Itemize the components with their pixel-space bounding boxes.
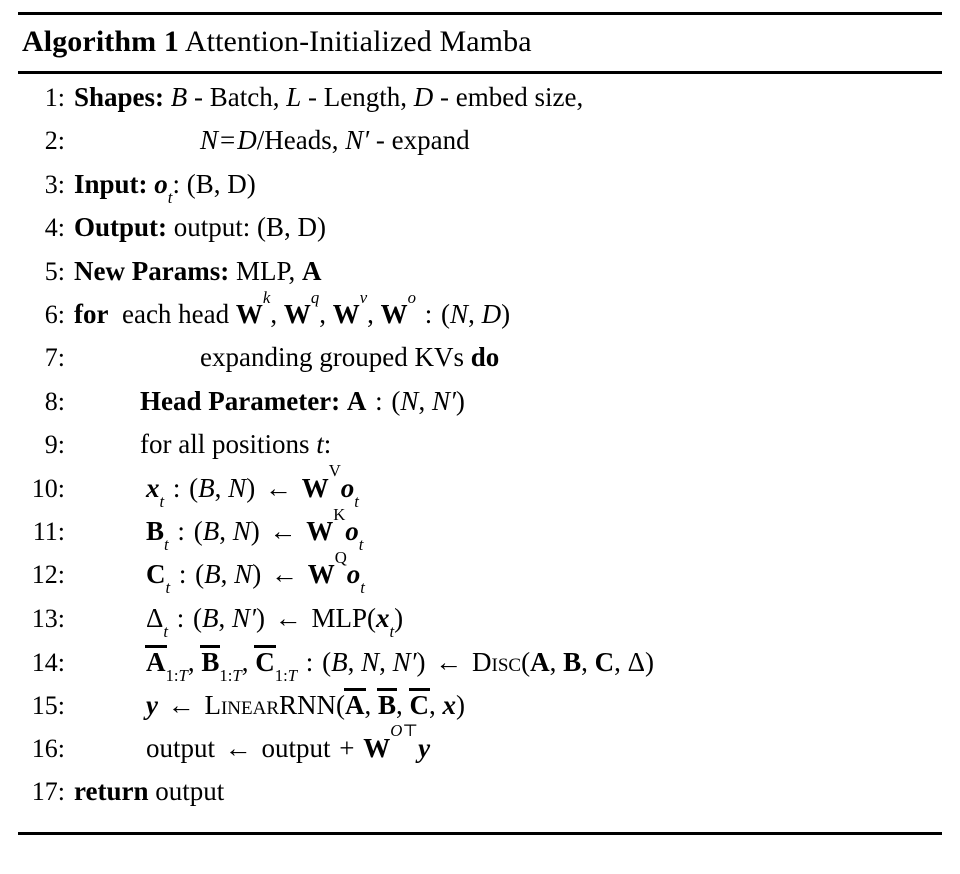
keyword-new-params: New Params: [74,255,230,286]
top-rule [18,12,942,15]
algorithm-line: 2: N=D/Heads, N′ - expand [18,125,942,168]
line-number: 1: [44,83,65,112]
algorithm-line: 10: xt : (B, N) ← WVot [18,461,942,516]
algorithm-line: 13: Δt : (B, N′) ← MLP(xt) [18,603,942,646]
algorithm-line: 15: y ← LinearRNN(A, B, C, x) [18,688,942,732]
line-number: 8: [44,386,65,416]
algorithm-line: 4: Output: output: (B, D) [18,212,942,255]
line-number: 11: [32,516,65,546]
algorithm-line: 9: for all positions t: [18,429,942,472]
line-number: 12: [31,560,65,590]
line-content: xt : (B, N) ← WVot [146,461,359,511]
line-number: 2: [44,126,65,156]
bottom-rule [18,831,942,835]
algorithm-block: Algorithm 1 Attention-Initialized Mamba … [18,0,942,835]
keyword-input: Input: [74,168,148,199]
line-number: 13: [31,603,65,633]
algorithm-line: 16: output ← output + WO⊤y [18,721,942,776]
line-content: Shapes: B - Batch, L - Length, D - embed… [74,82,584,112]
keyword-return: return [74,776,149,807]
line-content: Δt : (B, N′) ← MLP(xt) [146,602,404,641]
algorithm-line: 6: for each head Wk, Wq, Wv, Wo : (N, D) [18,287,942,342]
line-number: 4: [44,213,65,243]
line-content: Bt : (B, N) ← WKot [146,504,364,554]
line-number: 9: [44,430,65,460]
keyword-do: do [470,342,500,373]
line-content: A1:T, B1:T, C1:T : (B, N, N′) ← Disc(A, … [145,645,654,686]
line-number: 6: [44,299,65,329]
line-content: New Params: MLP, A [74,255,322,286]
line-number: 5: [44,256,65,286]
line-content: Head Parameter: A : (N, N′) [140,385,465,416]
algorithm-line: 1: Shapes: B - Batch, L - Length, D - em… [18,82,942,125]
algorithm-line: 17: return output [18,776,942,819]
line-number: 14: [31,648,65,678]
algorithm-line: 3: Input: ot: (B, D) [18,169,942,212]
keyword-for: for [74,298,109,329]
line-content: expanding grouped KVs do [200,342,500,373]
keyword-head-parameter: Head Parameter: [140,385,341,416]
line-number: 16: [31,733,65,763]
line-content: for each head Wk, Wq, Wv, Wo : (N, D) [74,287,511,329]
line-content: Output: output: (B, D) [74,212,327,243]
algorithm-title-text: Attention-Initialized Mamba [184,25,532,58]
line-content: return output [74,776,225,807]
line-content: N=D/Heads, N′ - expand [200,125,470,156]
algorithm-body: 1: Shapes: B - Batch, L - Length, D - em… [18,74,942,826]
algorithm-title: Algorithm 1 Attention-Initialized Mamba [18,15,942,68]
algorithm-line: 11: Bt : (B, N) ← WKot [18,504,942,559]
algorithm-line: 12: Ct : (B, N) ← WQot [18,547,942,602]
algorithm-line: 14: A1:T, B1:T, C1:T : (B, N, N′) ← Disc… [18,645,942,689]
line-content: for all positions t: [140,429,332,460]
header-rule [18,71,942,74]
line-number: 3: [44,169,65,199]
algorithm-line: 8: Head Parameter: A : (N, N′) [18,386,942,429]
algorithm-line: 5: New Params: MLP, A [18,256,942,299]
algorithm-line: 7: expanding grouped KVs do [18,342,942,385]
line-number: 15: [31,691,65,721]
line-number: 7: [44,343,65,373]
line-number: 17: [31,777,65,807]
line-content: y ← LinearRNN(A, B, C, x) [146,688,466,721]
line-number: 10: [31,473,65,503]
algorithm-label: Algorithm 1 [22,25,179,58]
keyword-shapes: Shapes: [74,82,165,112]
line-content: Ct : (B, N) ← WQot [146,547,365,598]
line-content: output ← output + WO⊤y [146,721,431,763]
keyword-output: Output: [74,212,168,243]
line-content: Input: ot: (B, D) [74,168,256,207]
